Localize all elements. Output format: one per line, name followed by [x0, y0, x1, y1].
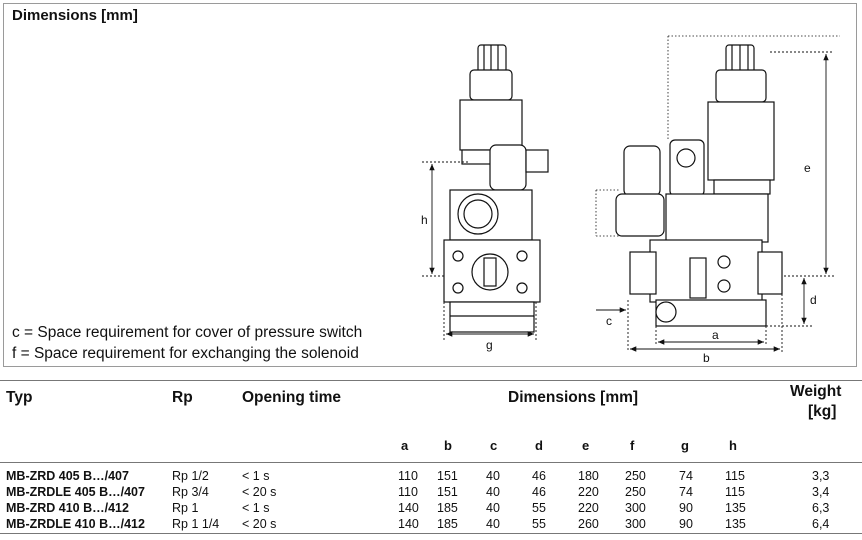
cell-typ: MB-ZRDLE 410 B…/412 [6, 517, 145, 531]
col-b: b [444, 438, 452, 453]
cell-h: 115 [725, 485, 745, 499]
cell-c: 40 [486, 485, 500, 499]
cell-a: 110 [398, 485, 418, 499]
cell-d: 55 [532, 517, 546, 531]
valve-drawing: h g e [421, 35, 840, 365]
cell-rp: Rp 1 1/4 [172, 517, 220, 531]
header-weight: Weight [790, 383, 842, 400]
cell-d: 55 [532, 501, 546, 515]
cell-e: 220 [578, 501, 599, 515]
cell-b: 185 [437, 501, 458, 515]
table-header-rule [0, 462, 862, 463]
cell-f: 250 [625, 485, 646, 499]
cell-typ: MB-ZRDLE 405 B…/407 [6, 485, 145, 499]
dimension-a [655, 326, 767, 346]
label-h: h [421, 213, 428, 227]
cell-weight: 3,3 [812, 469, 830, 483]
cell-e: 180 [578, 469, 599, 483]
cell-b: 185 [437, 517, 458, 531]
col-d: d [535, 438, 543, 453]
dimension-g [443, 302, 537, 340]
cell-typ: MB-ZRD 405 B…/407 [6, 469, 129, 483]
label-b: b [703, 351, 710, 365]
cell-d: 46 [532, 485, 546, 499]
col-a: a [401, 438, 409, 453]
col-f: f [630, 438, 635, 453]
note-f: f = Space requirement for exchanging the… [12, 345, 359, 362]
cell-b: 151 [437, 485, 458, 499]
dimension-f [595, 35, 840, 237]
cell-opening: < 20 s [242, 485, 277, 499]
label-a: a [712, 328, 719, 342]
cell-rp: Rp 1 [172, 501, 199, 515]
label-g: g [486, 338, 493, 352]
label-e: e [804, 161, 811, 175]
cell-opening: < 20 s [242, 517, 277, 531]
header-dimensions: Dimensions [mm] [508, 389, 639, 406]
cell-d: 46 [532, 469, 546, 483]
cell-weight: 6,4 [812, 517, 830, 531]
cell-e: 220 [578, 485, 599, 499]
label-d: d [810, 293, 817, 307]
dimension-d [766, 278, 812, 327]
cell-e: 260 [578, 517, 599, 531]
cell-typ: MB-ZRD 410 B…/412 [6, 501, 129, 515]
cell-g: 90 [679, 501, 693, 515]
cell-a: 110 [398, 469, 418, 483]
cell-g: 74 [679, 485, 693, 499]
cell-weight: 6,3 [812, 501, 830, 515]
header-rp: Rp [172, 389, 193, 406]
col-c: c [490, 438, 498, 453]
cell-f: 300 [625, 517, 646, 531]
cell-g: 74 [679, 469, 693, 483]
header-typ: Typ [6, 389, 33, 406]
cell-opening: < 1 s [242, 469, 270, 483]
col-h: h [729, 438, 737, 453]
cell-a: 140 [398, 517, 419, 531]
cell-h: 115 [725, 469, 745, 483]
cell-c: 40 [486, 469, 500, 483]
front-view-drawing [443, 44, 549, 333]
dimension-b [630, 294, 783, 352]
label-c: c [606, 314, 612, 328]
cell-g: 90 [679, 517, 693, 531]
dimension-h [422, 161, 468, 277]
cell-a: 140 [398, 501, 419, 515]
note-c: c = Space requirement for cover of press… [12, 324, 363, 341]
table-top-rule [0, 380, 862, 381]
figure-title: Dimensions [mm] [12, 7, 138, 24]
figure-frame [3, 3, 857, 367]
cell-h: 135 [725, 517, 746, 531]
cell-b: 151 [437, 469, 458, 483]
cell-c: 40 [486, 501, 500, 515]
cell-weight: 3,4 [812, 485, 830, 499]
cell-h: 135 [725, 501, 746, 515]
table-bottom-rule [0, 533, 862, 534]
col-g: g [681, 438, 689, 453]
side-view-drawing [615, 44, 783, 327]
figure-notes: c = Space requirement for cover of press… [12, 322, 362, 364]
header-opening-time: Opening time [242, 389, 342, 406]
cell-rp: Rp 1/2 [172, 469, 209, 483]
dimension-e [770, 51, 834, 277]
cell-f: 250 [625, 469, 646, 483]
cell-f: 300 [625, 501, 646, 515]
dimension-c [596, 300, 629, 352]
cell-rp: Rp 3/4 [172, 485, 209, 499]
header-weight-unit: [kg] [808, 403, 837, 420]
col-e: e [582, 438, 590, 453]
cell-c: 40 [486, 517, 500, 531]
cell-opening: < 1 s [242, 501, 270, 515]
